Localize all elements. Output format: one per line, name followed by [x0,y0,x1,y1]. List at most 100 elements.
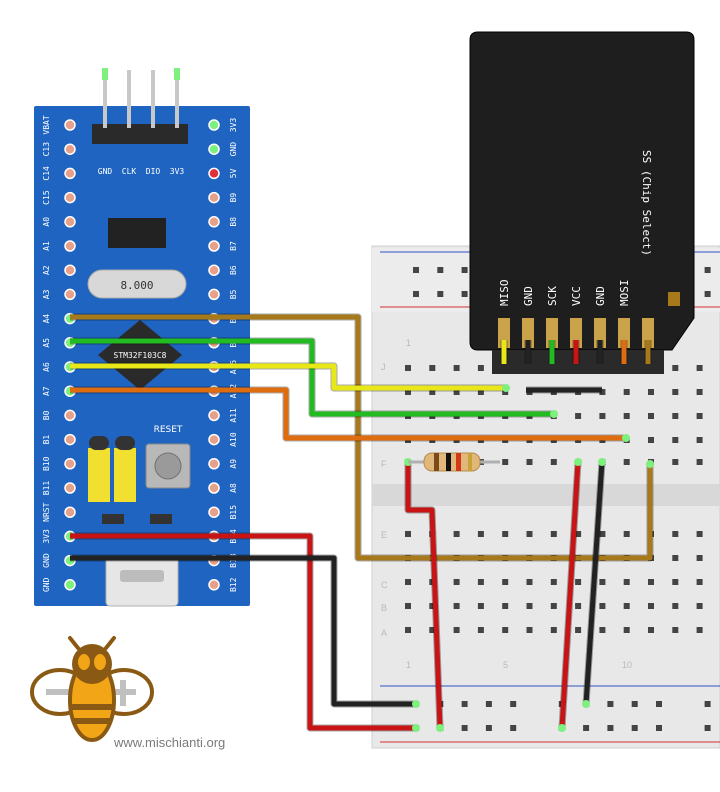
left-pin [64,167,76,180]
breadboard-hole [453,389,460,395]
breadboard-hole [550,459,557,465]
left-pin-label: A7 [42,386,51,396]
wire-end-cap [550,410,558,418]
breadboard-hole [648,627,654,633]
wire-end-cap [574,458,582,466]
breadboard-hole [405,579,411,585]
sd-pin-label: VCC [570,286,583,306]
breadboard-hole [623,413,630,419]
breadboard-hole [648,389,654,395]
col-label-1: 1 [406,660,411,670]
breadboard-hole [696,579,703,585]
breadboard-hole [672,413,679,419]
breadboard-hole [526,627,533,633]
breadboard-hole [502,627,509,633]
left-pin-label: A2 [42,265,51,275]
breadboard-hole [477,531,484,537]
sd-pin-label: MOSI [618,280,631,307]
right-pin-label: B7 [229,241,238,251]
breadboard-hole [672,555,679,561]
wire-sck [70,338,554,417]
header-pin-label: CLK [122,167,137,176]
breadboard-hole [672,531,679,537]
breadboard-hole [599,413,606,419]
sd-pin-label: GND [522,286,535,306]
left-pin [64,433,76,446]
wire-end-cap [436,724,444,732]
rail-hole [704,725,711,731]
breadboard-hole [696,459,703,465]
right-pin [208,143,220,155]
breadboard-hole [477,365,484,371]
right-pin-label: 5V [229,168,238,178]
sd-pin-contact [642,318,654,348]
breadboard-hole [405,531,411,537]
header-pin-label: GND [98,167,113,176]
wire-vcc-main [70,533,416,731]
breadboard-hole [429,627,436,633]
breadboard-hole [648,437,654,443]
row-label-e: E [381,530,387,540]
breadboard-hole [575,413,582,419]
breadboard-hole [696,365,703,371]
right-pin [208,579,220,591]
wire-end-cap [582,700,590,708]
crystal-label: 8.000 [120,279,153,292]
rail-hole [413,267,419,273]
rail-hole [437,291,444,297]
left-pin-label: 3V3 [42,529,51,544]
breadboard-hole [648,413,654,419]
left-pin [64,579,76,591]
left-pin-label: B0 [42,410,51,420]
breadboard-hole [696,531,703,537]
row-label-f: F [381,459,387,469]
header-pin-tip [102,68,108,80]
wire-end-cap [412,724,420,732]
mcu-chip [98,320,182,390]
breadboard-hole [696,603,703,609]
rail-hole [704,701,711,707]
chip-label: STM32F103C8 [114,351,167,360]
reset-button[interactable] [154,452,182,480]
wire-end-cap [622,434,630,442]
right-pin-label: B13 [229,553,238,568]
sd-pin-contact [546,318,558,348]
breadboard-hole [477,579,484,585]
breadboard-hole [575,603,582,609]
sd-pin-contact [594,318,606,348]
breadboard-hole [696,437,703,443]
right-pin [208,167,220,180]
right-pin-label: B9 [229,193,238,203]
breadboard-hole [672,579,679,585]
breadboard-hole [696,627,703,633]
wire-vcc-resistor [405,462,443,729]
breadboard-hole [672,603,679,609]
breadboard-hole [599,603,606,609]
right-pin-label: A9 [229,459,238,469]
crystal [87,269,187,299]
rail-hole [461,267,468,273]
header-pin [127,70,131,128]
header-pin [175,70,179,128]
breadboard-hole [453,365,460,371]
breadboard-hole [526,531,533,537]
left-pin-label: A3 [42,289,51,299]
rail-hole [704,291,711,297]
rail-hole [461,725,468,731]
breadboard-hole [405,603,411,609]
website-link[interactable]: www.mischianti.org [114,735,226,750]
rail-hole [607,725,614,731]
right-pin-label: B5 [229,289,238,299]
sd-pin-label: MISO [498,280,511,307]
rail-hole [583,725,590,731]
right-pin [208,288,220,301]
voltage-regulator [108,218,166,248]
breadboard-hole [575,627,582,633]
wire-end-cap [502,384,510,392]
left-pin-label: GND [42,553,51,568]
right-pin [208,458,220,470]
rail-hole [485,725,492,731]
breadboard-hole [502,459,509,465]
